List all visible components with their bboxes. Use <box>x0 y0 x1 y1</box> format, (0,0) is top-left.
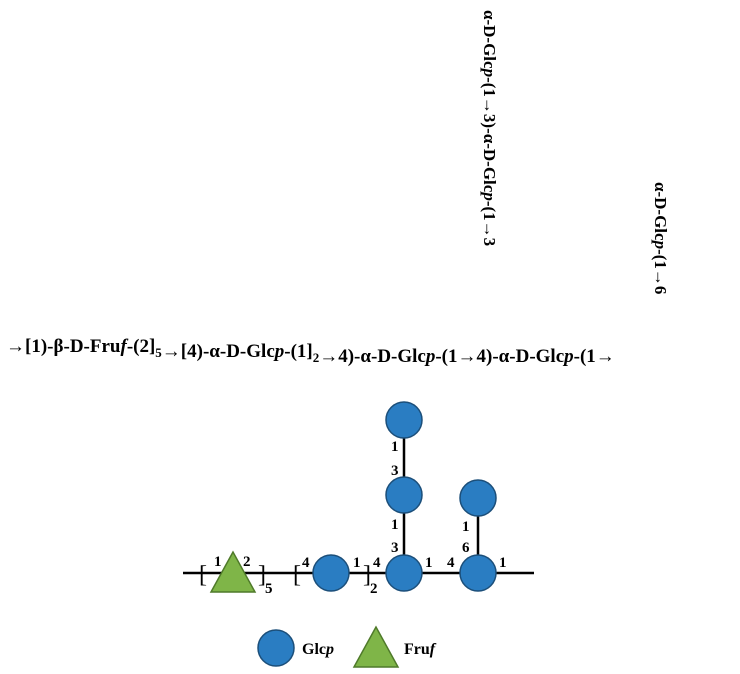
repeat-count: 5 <box>265 581 273 597</box>
formula-segment: 2 <box>313 350 320 365</box>
link-label: 4 <box>447 555 455 571</box>
formula-segment: p <box>424 346 436 367</box>
link-label: 1 <box>499 555 507 571</box>
main-chain-formula: →[1)-β-D-Fruf-(2]5→[4)-α-D-Glcp-(1]2→4)-… <box>6 336 615 367</box>
link-label: 1 <box>462 519 470 535</box>
link-label: 6 <box>462 540 470 556</box>
repeat-bracket-open-glc: [ <box>293 562 301 588</box>
legend: Glcp Fruf <box>257 625 437 668</box>
formula-segment: p <box>651 239 670 250</box>
formula-segment: α-D-Glc <box>480 10 499 69</box>
link-label: 4 <box>302 555 310 571</box>
formula-segment: 5 <box>155 345 162 360</box>
branch-long-formula: α-D-Glcp-(1→3)-α-D-Glcp-(1→3 <box>480 10 499 246</box>
glcp-circle-backbone-right <box>459 554 497 592</box>
link-label: 3 <box>391 540 399 556</box>
repeat-bracket-close-glc: ] <box>363 562 371 588</box>
link-label: 1 <box>353 555 361 571</box>
formula-segment: →4)-α-D-Glc <box>319 346 426 367</box>
glcp-circle-branch-side <box>459 479 497 517</box>
link-label: 1 <box>425 555 433 571</box>
legend-fruf-triangle <box>352 625 400 668</box>
legend-glcp-label: Glcp <box>302 641 334 658</box>
glcp-circle-repeat <box>312 554 350 592</box>
formula-segment: -(1→6 <box>651 249 670 294</box>
link-label: 1 <box>214 554 222 570</box>
formula-segment: p <box>480 190 499 201</box>
formula-segment: p <box>480 67 499 78</box>
link-label: 1 <box>391 439 399 455</box>
glcp-circle-branch-mid <box>385 476 423 514</box>
formula-segment: -(1→4)-α-D-Glc <box>435 346 564 367</box>
formula-segment: -(1→3)-α-D-Glc <box>480 77 499 193</box>
legend-fruf-label: Fruf <box>404 641 437 658</box>
formula-segment: →[1)-β-D-Fru <box>6 336 121 357</box>
repeat-count: 2 <box>370 581 378 597</box>
formula-segment: α-D-Glc <box>651 182 670 241</box>
glcp-circle-core <box>385 554 423 592</box>
link-label: 3 <box>391 463 399 479</box>
repeat-bracket-open-fru: [ <box>199 562 207 588</box>
formula-segment: p <box>562 346 574 367</box>
formula-segment: -(1→ <box>574 346 615 367</box>
link-label: 2 <box>243 554 251 570</box>
fruf-triangle <box>209 550 257 593</box>
repeat-bracket-close-fru: ] <box>258 562 266 588</box>
formula-segment: p <box>273 341 285 362</box>
formula-segment: →[4)-α-D-Glc <box>162 341 275 362</box>
formula-segment: f <box>120 336 128 357</box>
branch-short-formula: α-D-Glcp-(1→6 <box>651 182 670 294</box>
legend-glcp-circle <box>257 629 295 667</box>
glcp-circle-branch-top <box>385 401 423 439</box>
formula-segment: -(1] <box>284 341 312 362</box>
link-label: 1 <box>391 517 399 533</box>
formula-segment: -(1→3 <box>480 201 499 246</box>
symbol-diagram: [ ] [ ] 1 2 5 4 1 2 4 1 3 1 3 1 4 1 6 1 <box>183 401 534 597</box>
link-label: 4 <box>373 555 381 571</box>
formula-segment: -(2] <box>127 336 155 357</box>
